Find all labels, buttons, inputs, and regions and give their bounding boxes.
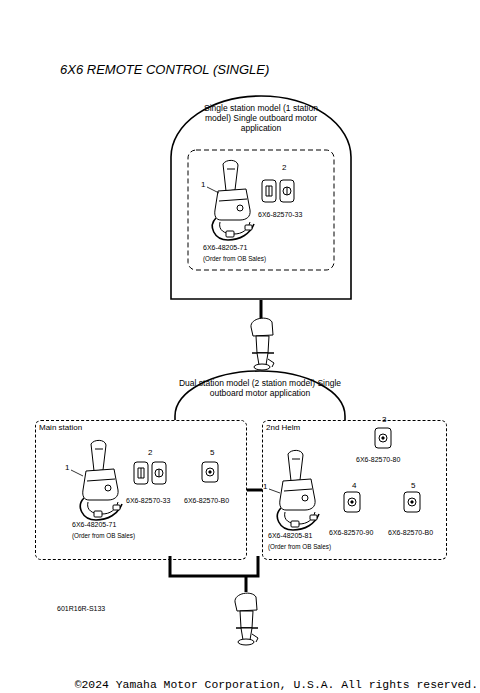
part-number: 6X6-82570-B0	[388, 529, 433, 537]
part-number: 6X6-82570-33	[258, 211, 302, 219]
switch-panel	[344, 492, 360, 512]
remote-control-box	[277, 450, 319, 530]
callout-number: 5	[210, 448, 214, 457]
node-heading: Single station model (1 station model) S…	[190, 103, 332, 134]
diagram-title: 6X6 REMOTE CONTROL (SINGLE)	[60, 62, 269, 77]
callout-number: 1	[65, 463, 69, 472]
part-number: 6X6-82570-33	[126, 497, 170, 505]
node-heading: Dual station model (2 station model) Sin…	[175, 378, 345, 398]
outboard-motor	[235, 593, 258, 645]
switch-panel	[375, 428, 391, 448]
part-number: 6X6-82570-90	[329, 529, 373, 537]
station-group: Main station	[35, 420, 247, 560]
part-number: 6X6-48205-71	[203, 244, 247, 252]
arch-outline	[30, 370, 450, 565]
part-number: 6X6-82570-80	[356, 456, 400, 464]
switch-panel	[202, 462, 218, 482]
leader-lines	[71, 187, 280, 493]
node-heading: 2nd Helm	[266, 423, 386, 433]
part-number: 6X6-48205-81	[268, 532, 312, 540]
model-panel: Single station model (1 station model) S…	[170, 95, 352, 300]
station-group: 2nd Helm	[262, 420, 447, 560]
copyright-notice: ©2024 Yamaha Motor Corporation, U.S.A. A…	[75, 679, 478, 692]
remote-control-box	[212, 160, 254, 240]
switch-panel-pair	[134, 462, 166, 484]
dashed-group-frame	[188, 150, 334, 270]
callout-number: 5	[411, 481, 415, 490]
node-heading: Main station	[39, 423, 159, 433]
connector-line	[247, 489, 262, 492]
order-note: (Order from OB Sales)	[203, 255, 266, 262]
arch-outline	[171, 96, 351, 299]
part-number: 6X6-82570-B0	[184, 497, 229, 505]
arch-outline	[175, 371, 345, 420]
drawing-code: 601R16R-S133	[57, 605, 105, 613]
wire-harness	[170, 556, 258, 592]
callout-number: 4	[352, 481, 356, 490]
callout-number: 1	[263, 482, 267, 491]
remote-control-box	[80, 440, 122, 520]
outboard-motor	[251, 318, 274, 370]
switch-panel	[404, 492, 420, 512]
callout-number: 2	[148, 448, 152, 457]
callout-number: 2	[282, 163, 286, 172]
model-panel: Dual station model (2 station model) Sin…	[30, 370, 450, 565]
callout-number: 1	[201, 180, 205, 189]
connector-line	[260, 300, 263, 370]
order-note: (Order from OB Sales)	[268, 543, 331, 550]
order-note: (Order from OB Sales)	[72, 532, 135, 539]
part-number: 6X6-48205-71	[72, 521, 116, 529]
switch-panel-pair	[262, 180, 294, 202]
